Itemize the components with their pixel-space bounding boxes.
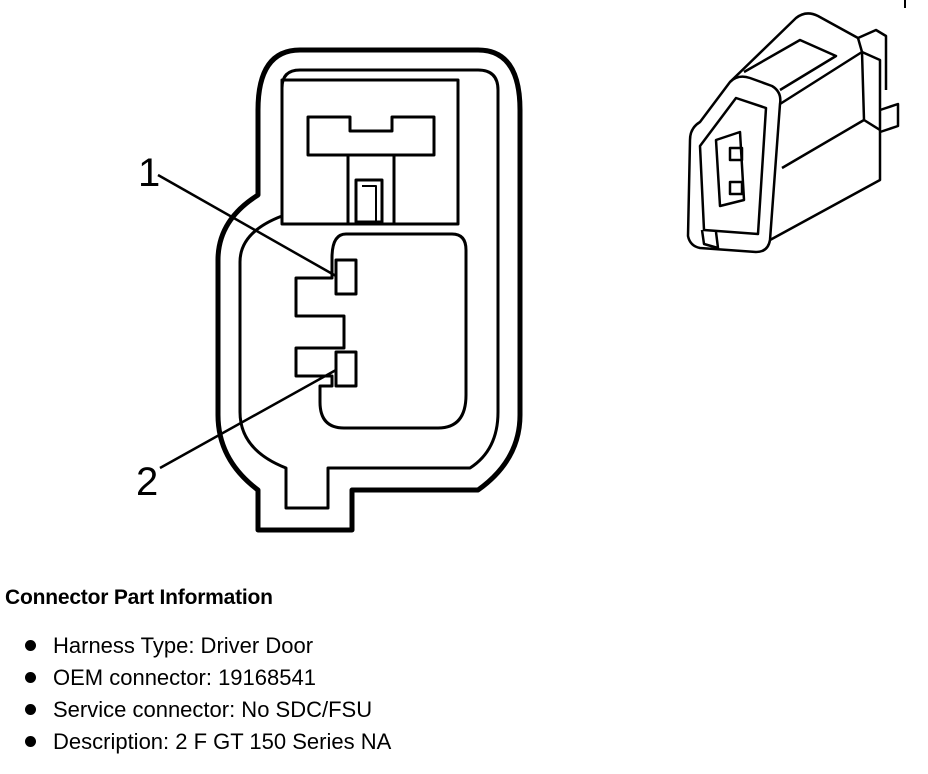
iso-side-ridges: [781, 28, 888, 170]
pin-2-terminal: [334, 350, 358, 388]
housing-inner: [238, 68, 500, 510]
pin-1-terminal: [334, 258, 358, 296]
latch-top-tabs: [306, 115, 436, 157]
connector-part-information: Connector Part Information Harness Type:…: [5, 586, 905, 758]
info-title: Connector Part Information: [5, 586, 273, 609]
latch-lower: [346, 155, 396, 224]
latch-slot: [362, 185, 377, 222]
connector-face-view: [157, 47, 523, 533]
bullet-icon: [25, 704, 36, 715]
iso-side-face: [769, 50, 882, 242]
list-item-text: Harness Type: Driver Door: [53, 633, 314, 658]
info-item-harness-type: Harness Type: Driver Door: [5, 630, 905, 662]
iso-top-face: [729, 12, 864, 106]
bullet-icon: [25, 736, 36, 747]
iso-front-outer: [686, 75, 782, 254]
iso-rear-tab: [879, 102, 900, 134]
latch-key: [354, 178, 384, 224]
housing-outer: [215, 47, 523, 533]
iso-latch: [743, 38, 838, 92]
list-item-text: Service connector: No SDC/FSU: [53, 697, 373, 722]
list-item-text: Description: 2 F GT 150 Series NA: [53, 729, 392, 754]
iso-terminal-2: [728, 180, 744, 196]
connector-isometric-view: [686, 12, 900, 254]
bullet-icon: [25, 640, 36, 651]
iso-front-inner: [698, 96, 768, 236]
terminal-cavity: [294, 232, 468, 430]
pin-1-label: 1: [138, 151, 160, 195]
iso-bottom-skirt: [700, 229, 720, 250]
list-item-text: OEM connector: 19168541: [53, 665, 316, 690]
latch-block: [280, 78, 460, 226]
connector-diagram: 1 2: [136, 0, 906, 533]
info-list: Harness Type: Driver Door OEM connector:…: [5, 630, 905, 758]
pin-1-leader: [157, 173, 337, 278]
iso-cavity-divider: [714, 130, 746, 208]
bullet-icon: [25, 672, 36, 683]
info-item-service-connector: Service connector: No SDC/FSU: [5, 694, 905, 726]
pin-2-label: 2: [136, 460, 158, 504]
info-item-description: Description: 2 F GT 150 Series NA: [5, 726, 905, 758]
pin-2-leader: [159, 368, 337, 470]
info-item-oem-connector: OEM connector: 19168541: [5, 662, 905, 694]
